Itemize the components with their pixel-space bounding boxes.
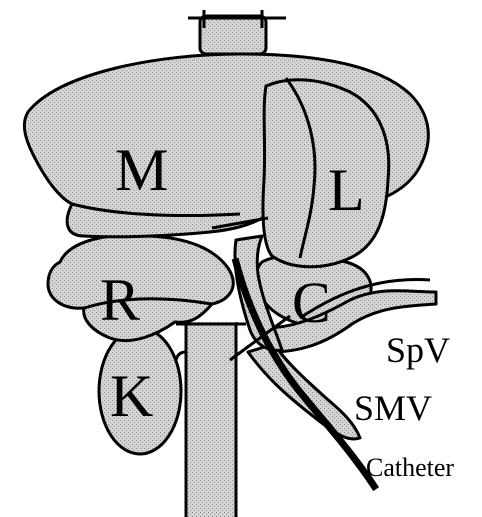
label-caudate-lobe: C [292, 270, 331, 335]
vena-cava-upper [200, 16, 266, 54]
label-median-lobe: M [115, 137, 168, 203]
vena-cava-lower-fill [186, 322, 236, 517]
label-kidney: K [110, 363, 153, 429]
label-left-lobe: L [328, 157, 365, 223]
label-catheter: Catheter [366, 453, 454, 482]
label-right-lobe: R [100, 267, 140, 333]
label-splenic-vein: SpV [386, 330, 450, 370]
label-smv: SMV [354, 388, 432, 428]
left-lobe [263, 80, 389, 267]
